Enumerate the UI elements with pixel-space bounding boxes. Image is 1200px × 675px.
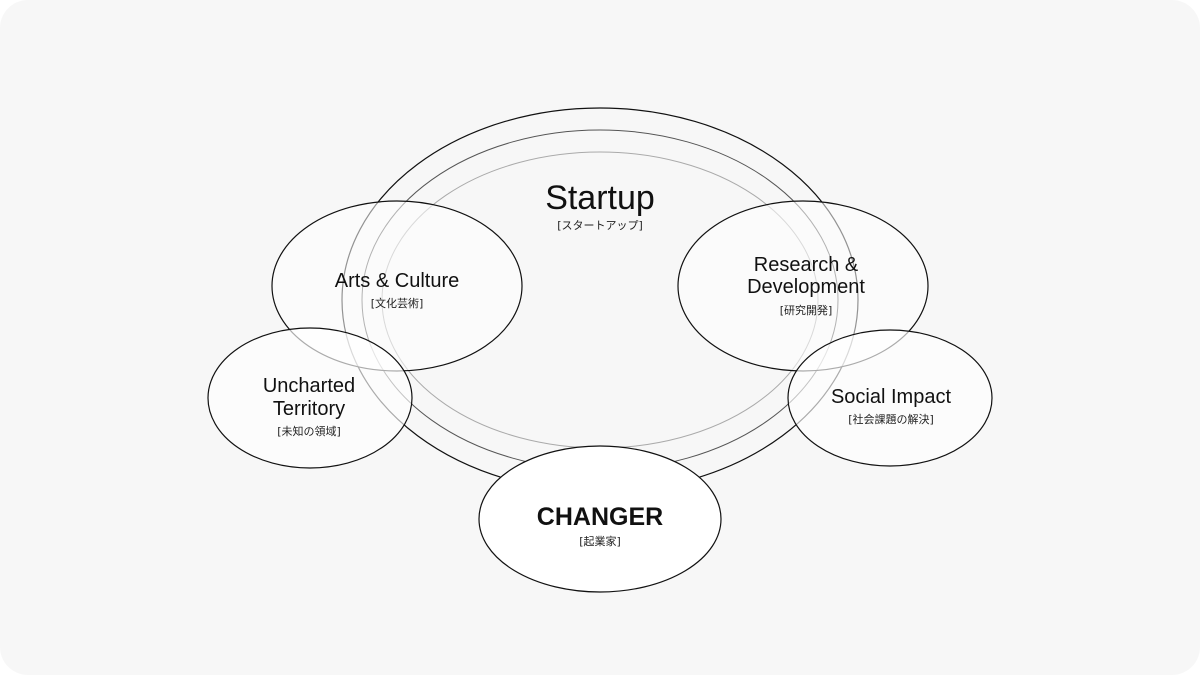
node-title-uncharted-line2: Territory: [273, 398, 345, 420]
node-title-research-line2: Development: [747, 276, 865, 298]
node-title-research-line1: Research &: [754, 254, 859, 276]
center-title: Startup: [545, 179, 655, 217]
node-subtitle-arts: [文化芸術]: [371, 296, 424, 310]
node-circle-changer: [478, 445, 722, 593]
node-title-social: Social Impact: [831, 386, 951, 408]
node-title-changer: CHANGER: [537, 503, 663, 531]
center-subtitle: [スタートアップ]: [557, 219, 643, 232]
node-subtitle-social: [社会課題の解決]: [848, 412, 934, 426]
node-title-uncharted-line1: Uncharted: [263, 375, 355, 397]
node-subtitle-uncharted: [未知の領域]: [277, 424, 341, 438]
node-subtitle-changer: [起業家]: [579, 534, 621, 548]
node-title-arts: Arts & Culture: [335, 270, 459, 292]
node-circle-uncharted: [207, 327, 413, 469]
node-circle-social: [787, 329, 993, 467]
node-subtitle-research: [研究開発]: [780, 303, 833, 317]
